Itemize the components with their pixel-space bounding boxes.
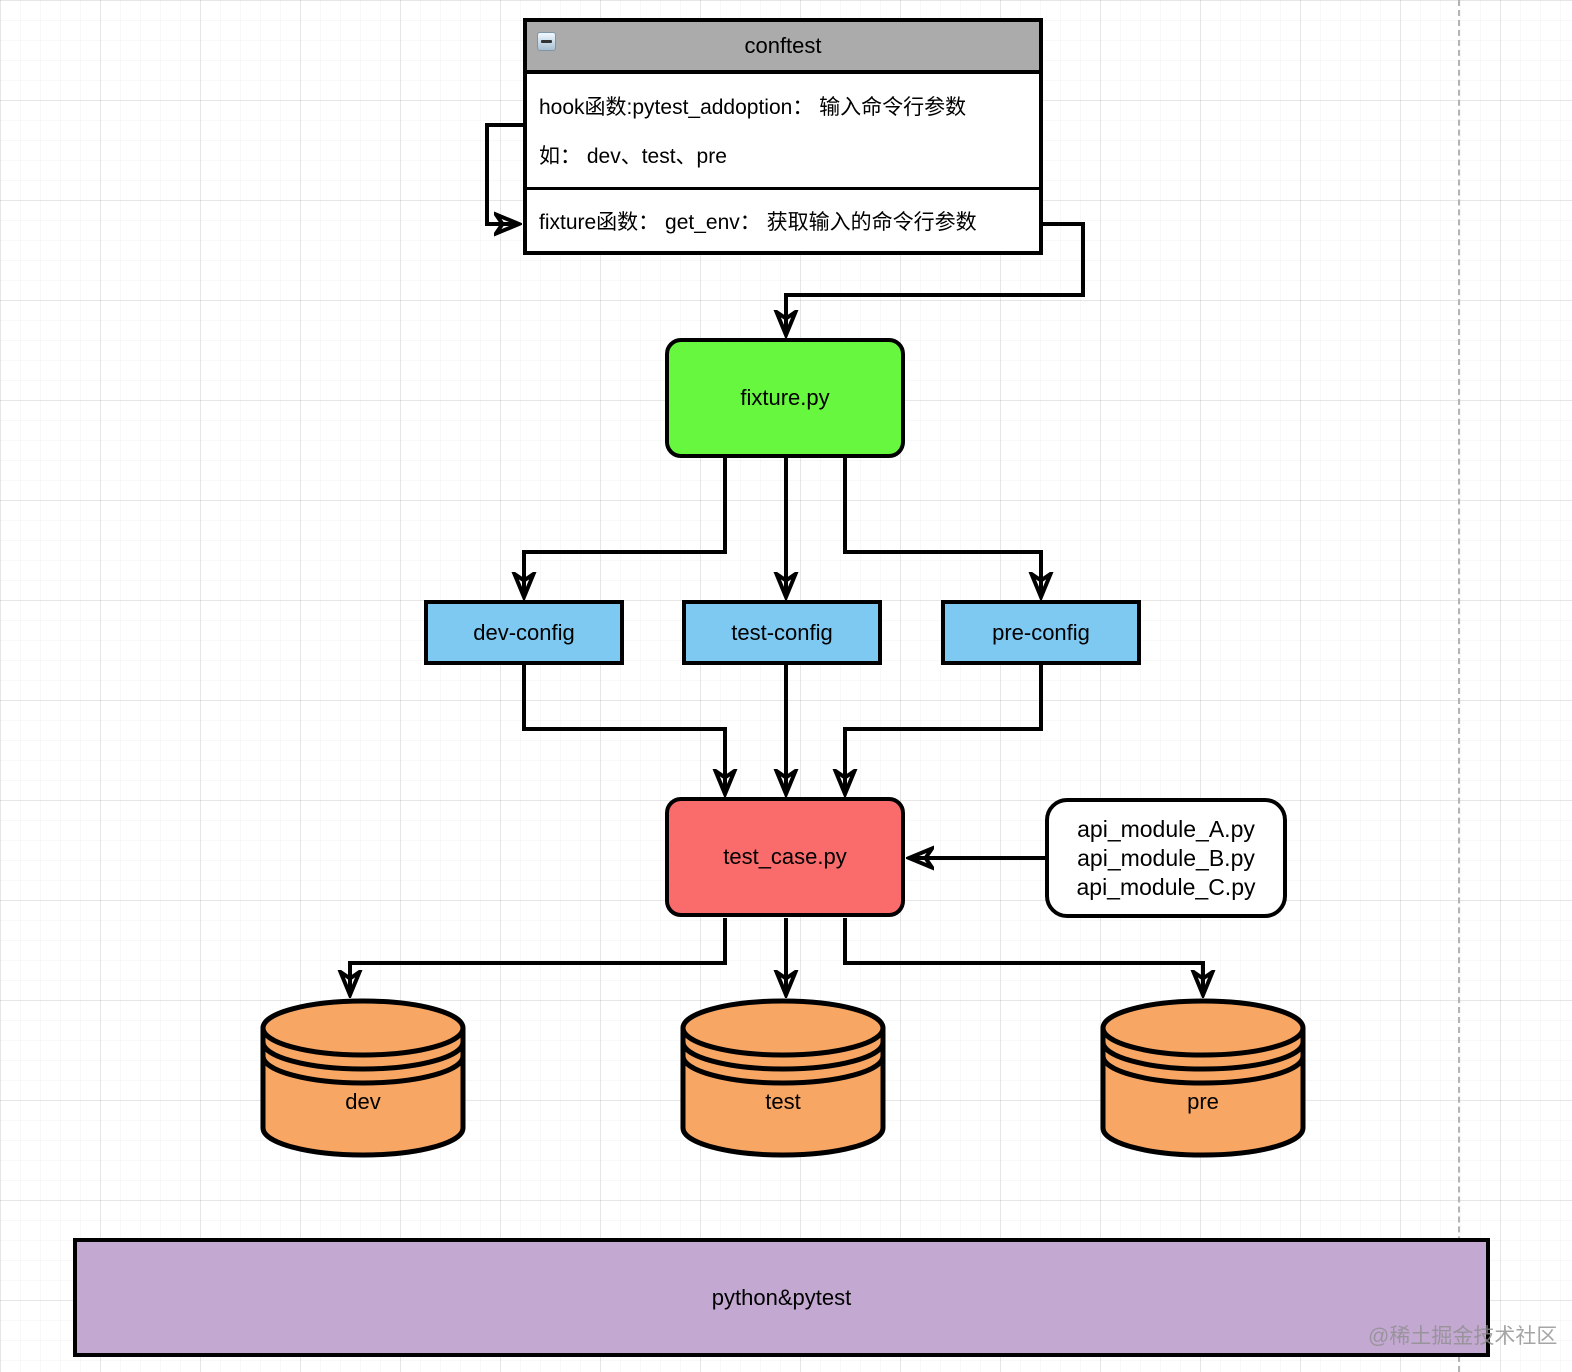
platform-label: python&pytest — [711, 1284, 852, 1310]
test-config-label: test-config — [731, 619, 833, 645]
edge-hook-to-fixturefn — [485, 123, 523, 224]
node-pre-config: pre-config — [941, 600, 1141, 665]
conftest-hook-cell: hook函数:pytest_addoption： 输入命令行参数 如： dev、… — [527, 74, 1039, 187]
api-module-b: api_module_B.py — [1077, 844, 1255, 871]
database-dev-label: dev — [345, 1089, 381, 1114]
api-module-a: api_module_A.py — [1077, 815, 1255, 842]
cylinder-icon — [1100, 998, 1306, 1158]
node-test-case-py: test_case.py — [665, 797, 905, 917]
database-dev: dev — [260, 997, 466, 1161]
cylinder-icon — [680, 998, 886, 1158]
edge-testcase-to-devdb — [350, 918, 727, 993]
node-api-modules: api_module_A.py api_module_B.py api_modu… — [1045, 798, 1287, 918]
cylinder-icon — [260, 998, 466, 1158]
edge-devconfig-to-testcase — [522, 665, 725, 792]
database-test-label: test — [765, 1089, 801, 1114]
database-pre: pre — [1100, 997, 1306, 1161]
platform-bar: python&pytest — [73, 1238, 1490, 1357]
api-module-c: api_module_C.py — [1076, 873, 1256, 900]
edge-preconfig-to-testcase — [845, 665, 1043, 792]
database-test: test — [680, 997, 886, 1161]
node-test-config: test-config — [682, 600, 882, 665]
node-fixture-label: fixture.py — [740, 385, 830, 410]
conftest-box: conftest hook函数:pytest_addoption： 输入命令行参… — [523, 18, 1043, 255]
node-dev-config: dev-config — [424, 600, 624, 665]
edge-fixture-to-preconfig — [843, 458, 1041, 595]
conftest-title: conftest — [744, 33, 822, 58]
database-pre-label: pre — [1187, 1089, 1219, 1114]
pre-config-label: pre-config — [992, 619, 1090, 645]
edge-fixture-to-devconfig — [524, 458, 727, 595]
edge-testcase-to-predb — [843, 918, 1203, 993]
edge-conftest-to-fixturepy — [786, 222, 1085, 333]
collapse-icon[interactable] — [537, 32, 556, 51]
conftest-fixture-cell: fixture函数： get_env： 获取输入的命令行参数 — [527, 187, 1039, 251]
conftest-example-text: 如： dev、test、pre — [539, 144, 727, 168]
conftest-hook-text: hook函数:pytest_addoption： 输入命令行参数 — [539, 96, 967, 120]
node-fixture-py: fixture.py — [665, 338, 905, 458]
dev-config-label: dev-config — [473, 619, 575, 645]
test-case-label: test_case.py — [723, 844, 847, 869]
conftest-fixture-text: fixture函数： get_env： 获取输入的命令行参数 — [539, 210, 977, 234]
watermark-text: @稀土掘金技术社区 — [1368, 1325, 1558, 1348]
conftest-header: conftest — [527, 22, 1039, 74]
page-break-line — [1458, 0, 1460, 1372]
